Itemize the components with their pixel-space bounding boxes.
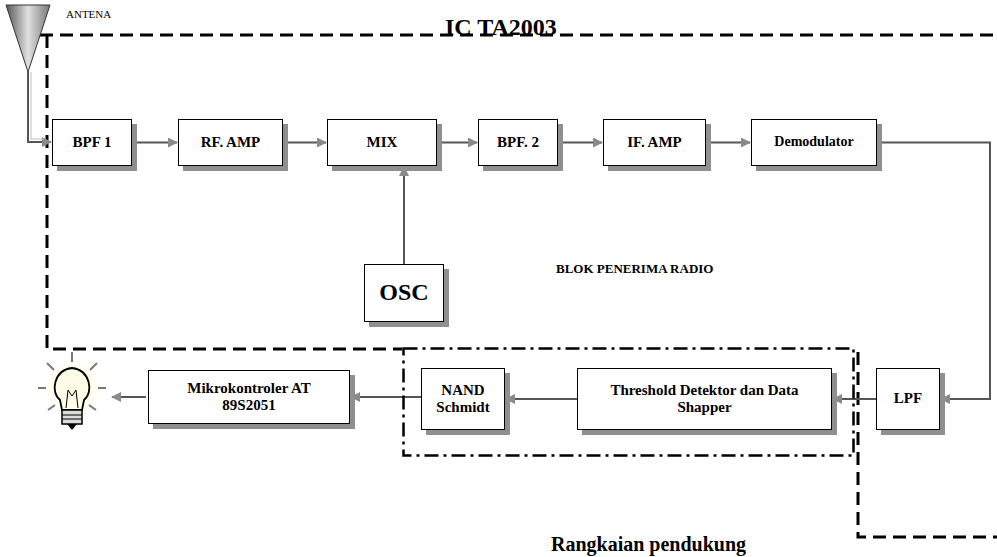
lamp-symbol xyxy=(38,352,106,430)
ic-outline xyxy=(40,35,997,537)
support-circuit-group: Rangkaian pendukungNAND SchmidtThreshold… xyxy=(402,347,855,457)
signal-arrow xyxy=(283,142,326,144)
amplifier-block: IF. AMP xyxy=(603,119,706,166)
block-label: Demodulator xyxy=(774,134,853,150)
antenna-wire-inner xyxy=(31,72,44,139)
block-label: RF. AMP xyxy=(201,134,260,151)
mixer-block: MIX xyxy=(327,119,437,166)
signal-arrow xyxy=(437,142,477,144)
lamp-wire xyxy=(112,396,146,398)
antenna-symbol xyxy=(6,5,50,72)
filter-block: BPF 1 xyxy=(52,119,132,166)
signal-arrow xyxy=(403,167,405,264)
block-label: NAND Schmidt xyxy=(432,382,494,417)
block-label: MIX xyxy=(367,134,398,151)
group-border xyxy=(404,349,854,456)
block-label: OSC xyxy=(379,279,428,307)
block-label: IF. AMP xyxy=(627,134,681,151)
signal-arrow xyxy=(351,396,421,398)
block-label: BPF. 2 xyxy=(497,134,539,151)
text-label: BLOK PENERIMA RADIO xyxy=(556,261,713,277)
antenna-wire xyxy=(28,70,51,142)
text-label: ANTENA xyxy=(66,8,111,20)
diagram-title: IC TA2003 xyxy=(445,14,557,41)
oscillator-block: OSC xyxy=(364,264,444,322)
schmitt-nand-block: NAND Schmidt xyxy=(421,368,505,430)
block-label: LPF xyxy=(894,390,922,407)
signal-arrow xyxy=(706,142,750,144)
signal-arrow xyxy=(132,142,177,144)
block-label: BPF 1 xyxy=(72,134,111,151)
demodulator-block: Demodulator xyxy=(751,119,877,166)
signal-arrow xyxy=(506,398,577,400)
threshold-detector-block: Threshold Detektor dan Data Shapper xyxy=(577,368,832,430)
filter-block: BPF. 2 xyxy=(478,119,558,166)
block-label: Threshold Detektor dan Data Shapper xyxy=(597,382,812,417)
block-label: Mikrokontroler AT 89S2051 xyxy=(179,380,319,415)
amplifier-block: RF. AMP xyxy=(178,119,283,166)
lowpass-filter-block: LPF xyxy=(876,368,940,430)
signal-arrow xyxy=(558,142,602,144)
microcontroller-block: Mikrokontroler AT 89S2051 xyxy=(148,370,350,424)
group-heading: Rangkaian pendukung xyxy=(402,533,855,556)
signal-arrow xyxy=(877,143,990,400)
